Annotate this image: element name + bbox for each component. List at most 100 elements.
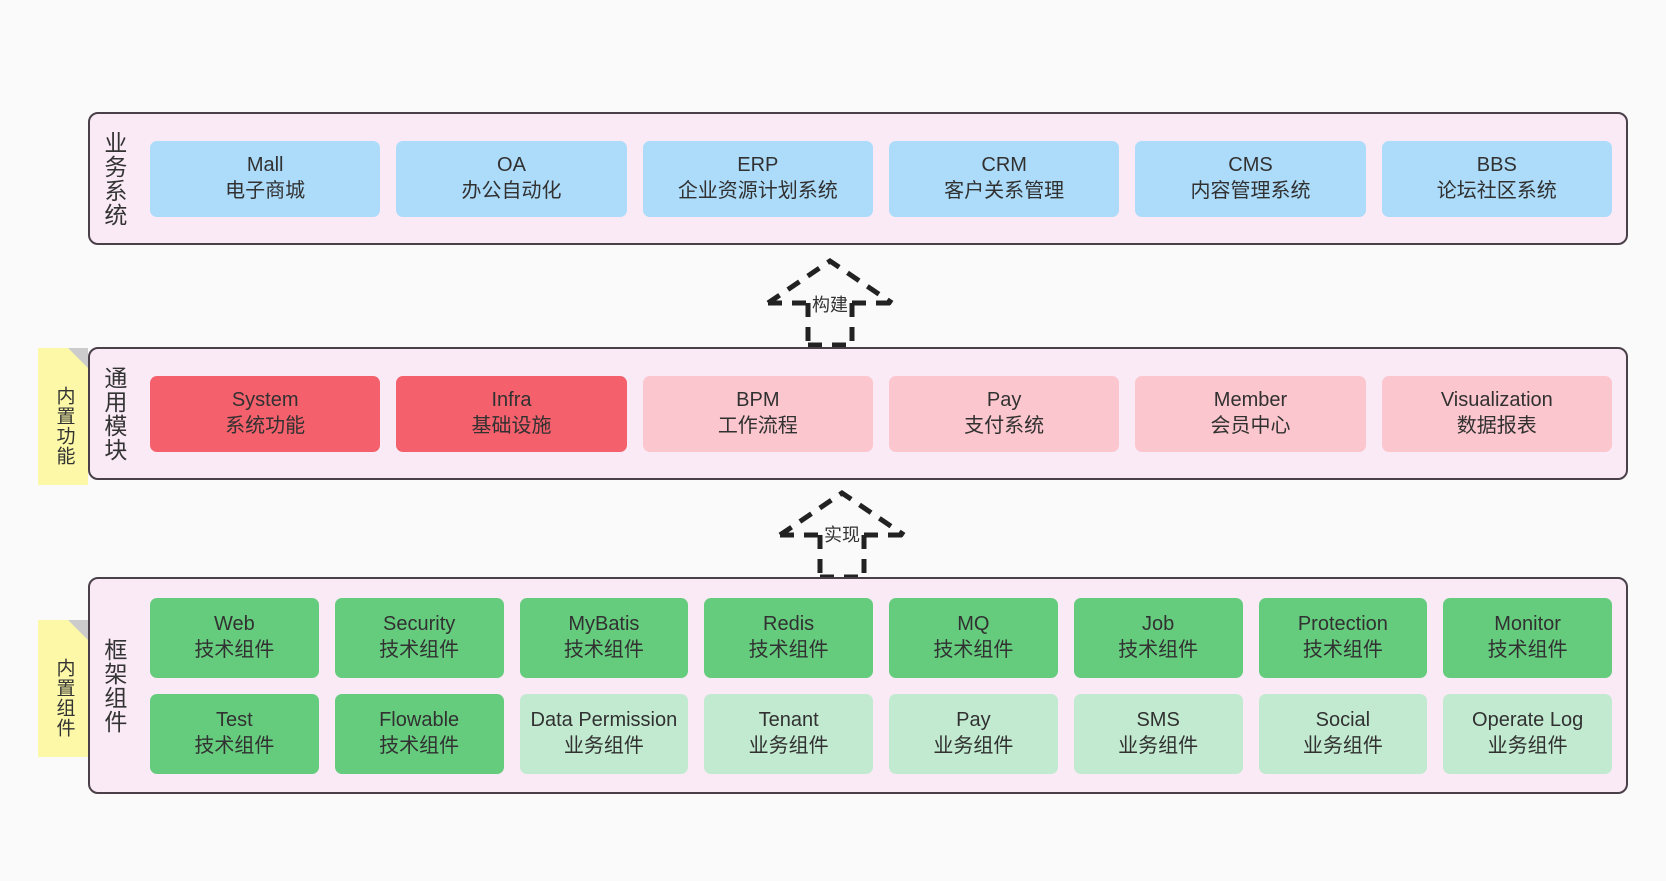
component-test[interactable]: Test 技术组件 [150, 693, 319, 774]
module-bbs[interactable]: BBS 论坛社区系统 [1381, 140, 1612, 217]
module-bpm[interactable]: BPM 工作流程 [642, 375, 873, 452]
component-operate-log[interactable]: Operate Log 业务组件 [1443, 693, 1612, 774]
component-tenant-name: Tenant [758, 708, 819, 731]
module-erp-name: ERP [737, 153, 779, 176]
component-flowable-name: Flowable [379, 708, 460, 731]
module-erp-sub: 企业资源计划系统 [677, 179, 838, 202]
component-job-name: Job [1142, 612, 1175, 635]
module-oa[interactable]: OA 办公自动化 [396, 140, 627, 217]
component-web[interactable]: Web 技术组件 [150, 597, 319, 678]
layer-business-systems: 业务系统 Mall 电子商城 OA 办公自动化 ERP 企业资源计划系统 CRM… [88, 112, 1628, 245]
module-system-name: System [231, 388, 299, 411]
layer-common-modules-label: 通用模块 [100, 365, 127, 462]
component-social[interactable]: Social 业务组件 [1258, 693, 1428, 774]
component-protection-sub: 技术组件 [1302, 638, 1383, 661]
component-social-name: Social [1315, 708, 1371, 731]
module-infra[interactable]: Infra 基础设施 [396, 375, 627, 452]
layer-business-systems-body: Mall 电子商城 OA 办公自动化 ERP 企业资源计划系统 CRM 客户关系… [136, 114, 1626, 243]
module-oa-name: OA [497, 153, 526, 176]
component-sms-name: SMS [1136, 708, 1180, 731]
connector-implement-label: 实现 [824, 525, 860, 545]
component-sms[interactable]: SMS 业务组件 [1073, 693, 1243, 774]
module-pay[interactable]: Pay 支付系统 [888, 375, 1120, 452]
layer-framework-components-row-business: Test 技术组件 Flowable 技术组件 Data Permission … [150, 693, 1612, 774]
component-mybatis-name: MyBatis [568, 612, 640, 635]
layer-business-systems-label: 业务系统 [100, 130, 127, 227]
component-flowable[interactable]: Flowable 技术组件 [334, 693, 504, 774]
layer-common-modules: 通用模块 System 系统功能 Infra 基础设施 BPM 工作流程 Pay… [88, 347, 1628, 480]
component-pay-name: Pay [956, 708, 991, 731]
layer-common-modules-body: System 系统功能 Infra 基础设施 BPM 工作流程 Pay 支付系统… [136, 349, 1626, 478]
module-cms-name: CMS [1228, 153, 1273, 176]
component-job-sub: 技术组件 [1118, 638, 1199, 661]
layer-business-systems-row: Mall 电子商城 OA 办公自动化 ERP 企业资源计划系统 CRM 客户关系… [150, 140, 1612, 217]
module-bbs-name: BBS [1476, 153, 1517, 176]
component-monitor-sub: 技术组件 [1487, 638, 1568, 661]
module-crm[interactable]: CRM 客户关系管理 [888, 140, 1120, 217]
component-data-permission-name: Data Permission [530, 708, 678, 731]
module-cms[interactable]: CMS 内容管理系统 [1135, 140, 1366, 217]
layer-framework-components-row-tech: Web 技术组件 Security 技术组件 MyBatis 技术组件 Redi… [150, 597, 1612, 678]
component-redis-sub: 技术组件 [748, 638, 829, 661]
component-redis-name: Redis [763, 612, 815, 635]
layer-framework-components: 框架组件 Web 技术组件 Security 技术组件 MyBatis 技术组件… [88, 577, 1628, 794]
component-mq-name: MQ [957, 612, 990, 635]
module-pay-sub: 支付系统 [964, 414, 1045, 437]
module-oa-sub: 办公自动化 [461, 179, 562, 202]
component-protection-name: Protection [1297, 612, 1388, 635]
connector-implement-arrow [772, 487, 922, 580]
connector-build-label: 构建 [812, 295, 848, 315]
module-crm-sub: 客户关系管理 [944, 179, 1065, 202]
module-mall-name: Mall [246, 153, 284, 176]
component-protection[interactable]: Protection 技术组件 [1258, 597, 1428, 678]
module-cms-sub: 内容管理系统 [1190, 179, 1311, 202]
component-mq[interactable]: MQ 技术组件 [889, 597, 1058, 678]
module-bpm-sub: 工作流程 [717, 414, 798, 437]
component-operate-log-sub: 业务组件 [1487, 734, 1568, 757]
note-builtin-function: 内置功能 [38, 348, 88, 485]
module-member-sub: 会员中心 [1210, 414, 1291, 437]
component-security-name: Security [383, 612, 456, 635]
module-member-name: Member [1213, 388, 1288, 411]
layer-framework-components-label: 框架组件 [100, 637, 127, 734]
component-redis[interactable]: Redis 技术组件 [704, 597, 873, 678]
component-monitor[interactable]: Monitor 技术组件 [1443, 597, 1612, 678]
component-sms-sub: 业务组件 [1118, 734, 1199, 757]
component-security-sub: 技术组件 [379, 638, 460, 661]
module-member[interactable]: Member 会员中心 [1135, 375, 1366, 452]
module-crm-name: CRM [981, 153, 1027, 176]
module-bpm-name: BPM [736, 388, 780, 411]
component-tenant[interactable]: Tenant 业务组件 [704, 693, 873, 774]
module-mall-sub: 电子商城 [225, 179, 306, 202]
component-test-sub: 技术组件 [194, 734, 275, 757]
module-infra-sub: 基础设施 [471, 414, 552, 437]
component-job[interactable]: Job 技术组件 [1073, 597, 1243, 678]
module-system[interactable]: System 系统功能 [150, 375, 381, 452]
component-social-sub: 业务组件 [1302, 734, 1383, 757]
component-mybatis-sub: 技术组件 [563, 638, 644, 661]
component-tenant-sub: 业务组件 [748, 734, 829, 757]
note-builtin-component: 内置组件 [38, 620, 88, 757]
component-operate-log-name: Operate Log [1472, 708, 1584, 731]
component-security[interactable]: Security 技术组件 [334, 597, 504, 678]
module-pay-name: Pay [986, 388, 1022, 411]
module-erp[interactable]: ERP 企业资源计划系统 [642, 140, 873, 217]
component-mq-sub: 技术组件 [933, 638, 1014, 661]
note-builtin-function-text: 内置功能 [53, 385, 75, 466]
component-flowable-sub: 技术组件 [379, 734, 460, 757]
component-pay-sub: 业务组件 [933, 734, 1014, 757]
module-infra-name: Infra [491, 388, 532, 411]
component-monitor-name: Monitor [1494, 612, 1561, 635]
connector-build-arrow [760, 255, 910, 348]
component-test-name: Test [216, 708, 253, 731]
module-system-sub: 系统功能 [225, 414, 306, 437]
layer-framework-components-body: Web 技术组件 Security 技术组件 MyBatis 技术组件 Redi… [136, 579, 1626, 792]
component-data-permission[interactable]: Data Permission 业务组件 [519, 693, 689, 774]
component-web-sub: 技术组件 [194, 638, 275, 661]
component-pay[interactable]: Pay 业务组件 [889, 693, 1058, 774]
component-mybatis[interactable]: MyBatis 技术组件 [519, 597, 689, 678]
component-web-name: Web [213, 612, 255, 635]
module-mall[interactable]: Mall 电子商城 [150, 140, 381, 217]
module-visualization[interactable]: Visualization 数据报表 [1381, 375, 1612, 452]
